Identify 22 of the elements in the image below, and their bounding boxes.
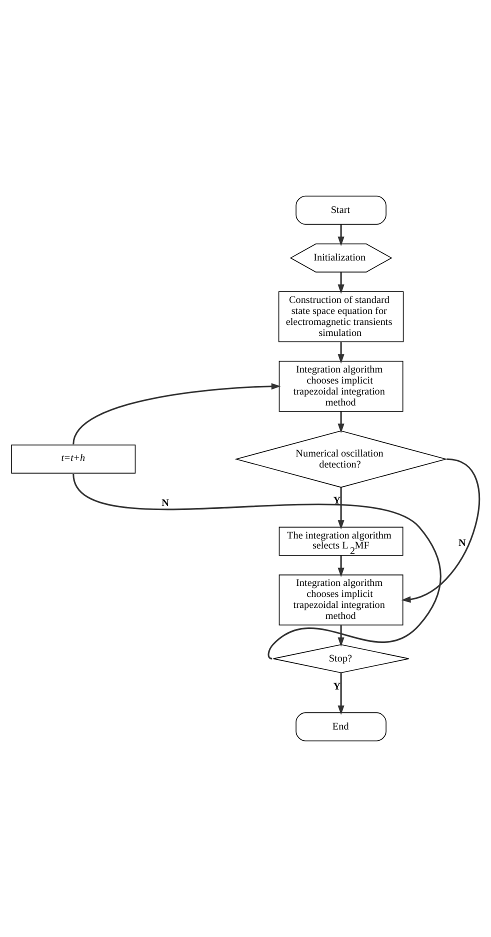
node-box: t=t+h [11, 444, 136, 474]
edge-label: N [162, 498, 169, 509]
node-diamond: Numerical oscillation detection? [234, 430, 448, 488]
edge-label: Y [333, 681, 341, 692]
arrow [401, 458, 480, 603]
arrow [338, 672, 344, 715]
node-box: Integration algorithm chooses implicit trapezoidal integration method [278, 574, 404, 626]
node-box: End [296, 712, 386, 742]
edge-label: Y [333, 495, 341, 506]
edge-label: N [458, 538, 466, 550]
arrow [338, 556, 344, 578]
arrow [338, 272, 344, 294]
node-box: Construction of standard state space equation for electromagnetic transients simulation [278, 291, 404, 342]
arrow [338, 224, 344, 246]
node-diamond: Stop? [272, 644, 410, 674]
arrow [72, 383, 281, 444]
arrow [338, 342, 344, 364]
arrow [338, 411, 344, 434]
node-box: Start [296, 196, 386, 225]
arrow [338, 625, 344, 647]
arrow [338, 487, 344, 530]
node-box: Integration algorithm chooses implicit trapezoidal integration method [278, 360, 404, 412]
